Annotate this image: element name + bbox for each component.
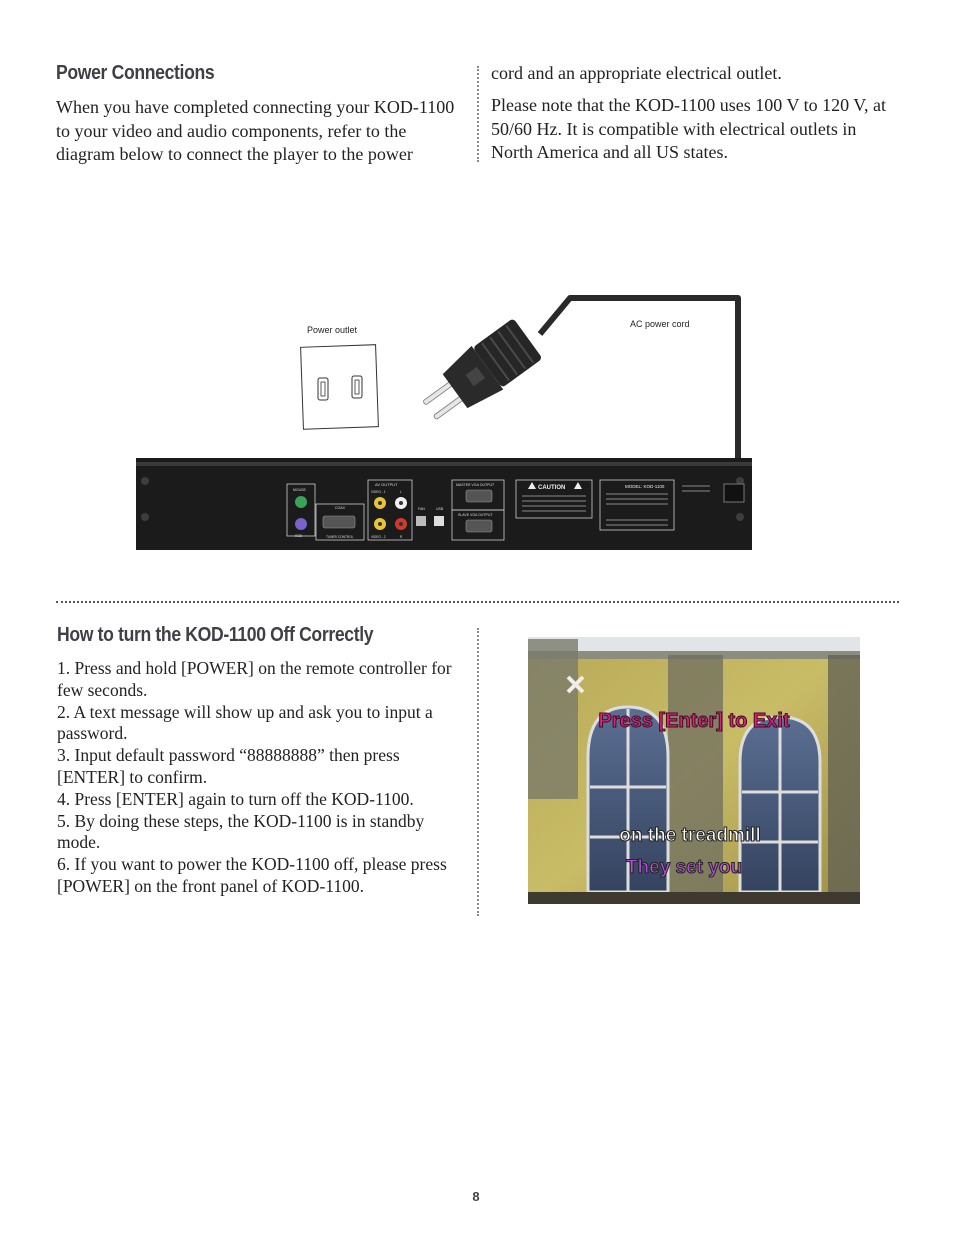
exit-message: Press [Enter] to Exit bbox=[598, 710, 790, 732]
svg-text:TUNER CONTROL: TUNER CONTROL bbox=[326, 535, 354, 539]
svg-text:MOUSE: MOUSE bbox=[293, 488, 307, 492]
lyric-line-1: on the treadmill bbox=[619, 825, 760, 846]
kod-1100-back-panel: MOUSE KBD COAX TUNER CONTROL AV OUTPUT V… bbox=[136, 458, 752, 550]
power-outlet bbox=[300, 344, 379, 430]
svg-text:MASTER VGA OUTPUT: MASTER VGA OUTPUT bbox=[456, 483, 495, 487]
cord-label: AC power cord bbox=[630, 319, 690, 329]
svg-text:CAUTION: CAUTION bbox=[538, 485, 565, 491]
page-number: 8 bbox=[472, 1189, 480, 1204]
svg-text:COAX: COAX bbox=[335, 506, 346, 510]
svg-text:VIDEO - 2: VIDEO - 2 bbox=[371, 535, 386, 539]
power-voltage-note: Please note that the KOD-1100 uses 100 V… bbox=[491, 95, 886, 162]
svg-text:MODEL: KOD-1100: MODEL: KOD-1100 bbox=[625, 484, 665, 489]
svg-text:FAN: FAN bbox=[418, 507, 425, 511]
lyric-line-2: They set you bbox=[626, 857, 742, 878]
turn-off-steps: 1. Press and hold [POWER] on the remote … bbox=[57, 658, 467, 898]
svg-text:SLAVE VGA OUTPUT: SLAVE VGA OUTPUT bbox=[458, 513, 493, 517]
section-title-turn-off: How to turn the KOD-1100 Off Correctly bbox=[57, 624, 374, 646]
step-item: 6. If you want to power the KOD-1100 off… bbox=[57, 854, 447, 896]
step-item: 1. Press and hold [POWER] on the remote … bbox=[57, 658, 452, 700]
power-intro-text: When you have completed connecting your … bbox=[56, 97, 455, 164]
svg-text:AV OUTPUT: AV OUTPUT bbox=[375, 482, 398, 487]
ac-plug bbox=[423, 319, 541, 420]
step-item: 2. A text message will show up and ask y… bbox=[57, 701, 433, 744]
step-item: 3. Input default password “88888888” the… bbox=[57, 745, 400, 787]
section-title-power-connections: Power Connections bbox=[56, 62, 215, 84]
column-divider bbox=[477, 628, 479, 916]
step-item: 4. Press [ENTER] again to turn off the K… bbox=[57, 788, 414, 809]
svg-text:USB: USB bbox=[436, 507, 444, 511]
power-connection-diagram: Power outlet AC power cord MOUSE bbox=[136, 295, 752, 550]
karaoke-screen-image: Press [Enter] to Exit on the treadmill T… bbox=[528, 637, 860, 904]
svg-text:VIDEO - 1: VIDEO - 1 bbox=[371, 490, 386, 494]
svg-text:L: L bbox=[400, 490, 402, 494]
outlet-label: Power outlet bbox=[307, 325, 358, 335]
svg-text:KBD: KBD bbox=[295, 534, 303, 538]
svg-text:R: R bbox=[400, 535, 403, 539]
step-item: 5. By doing these steps, the KOD-1100 is… bbox=[57, 810, 425, 853]
column-divider bbox=[477, 66, 479, 162]
ac-power-cord bbox=[537, 295, 741, 503]
section-separator bbox=[56, 601, 899, 603]
power-continued-text: cord and an appropriate electrical outle… bbox=[491, 63, 782, 83]
